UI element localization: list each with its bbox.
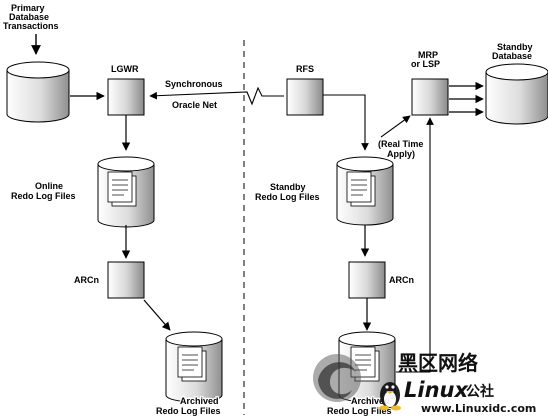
watermark: 黑区网络 Linux 公社 www.Linuxidc.com <box>313 351 536 415</box>
archived-redo-left-icon <box>165 331 223 403</box>
svg-text:Redo Log Files: Redo Log Files <box>11 191 76 201</box>
rfs-label: RFS <box>296 64 314 74</box>
standby-database-icon <box>485 63 548 125</box>
svg-text:Redo Log Files: Redo Log Files <box>327 406 392 416</box>
svg-text:Archived: Archived <box>180 396 219 406</box>
svg-text:Standby: Standby <box>270 182 306 192</box>
watermark-swirl-logo <box>313 354 361 402</box>
svg-text:Primary: Primary <box>11 3 45 13</box>
svg-text:Database: Database <box>492 51 532 61</box>
arrow-real-time-apply <box>380 115 411 138</box>
standby-database-label: Standby Database <box>492 42 533 61</box>
primary-transactions-label: Primary Database Transactions <box>3 3 59 31</box>
arcn-left-label: ARCn <box>74 275 99 285</box>
svg-text:MRP: MRP <box>418 50 438 60</box>
online-redo-label: Online Redo Log Files <box>10 180 77 202</box>
arrow-arcn-to-archived-left <box>143 299 171 331</box>
real-time-apply-label: (Real Time Apply) <box>377 138 425 160</box>
watermark-brand-suffix: 公社 <box>466 383 494 400</box>
synchronous-label: Synchronous <box>165 79 223 89</box>
standby-redo-label: Standby Redo Log Files <box>254 181 321 203</box>
mrp-process-box <box>411 78 449 116</box>
rfs-process-box <box>286 78 324 116</box>
online-redo-log-files-icon <box>97 156 155 228</box>
lgwr-label: LGWR <box>111 64 139 74</box>
oracle-net-label: Oracle Net <box>172 100 217 110</box>
svg-text:Standby: Standby <box>497 42 533 52</box>
penguin-icon <box>379 382 401 411</box>
archived-redo-left-label: Archived Redo Log Files <box>155 395 222 417</box>
arrow-rfs-to-standby-redo <box>323 94 369 151</box>
standby-redo-log-files-icon <box>336 156 394 226</box>
arrow-archived-to-mrp <box>396 117 434 373</box>
svg-text:Redo Log Files: Redo Log Files <box>255 192 320 202</box>
arcn-right-label: ARCn <box>389 275 414 285</box>
svg-text:Online: Online <box>35 181 63 191</box>
svg-text:Database: Database <box>9 12 49 22</box>
watermark-chinese-text: 黑区网络 <box>398 351 478 375</box>
lgwr-process-box <box>107 78 145 116</box>
svg-text:or LSP: or LSP <box>411 59 440 69</box>
svg-text:(Real Time: (Real Time <box>378 139 423 149</box>
watermark-url: www.Linuxidc.com <box>421 402 536 415</box>
watermark-brand-prefix: Linux <box>404 378 469 402</box>
svg-text:Apply): Apply) <box>387 149 415 159</box>
arcn-left-process-box <box>107 261 145 299</box>
svg-text:Redo Log Files: Redo Log Files <box>156 406 221 416</box>
oracle-net-link <box>149 86 284 106</box>
mrp-label: MRP or LSP <box>411 50 440 69</box>
primary-database-icon <box>6 61 70 123</box>
arcn-right-process-box <box>348 261 386 299</box>
svg-text:Transactions: Transactions <box>3 21 59 31</box>
